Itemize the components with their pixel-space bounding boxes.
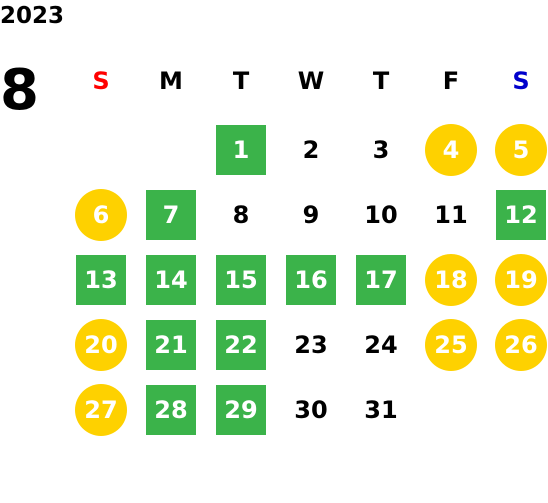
day-25: 25 xyxy=(425,319,477,371)
day-3: 3 xyxy=(372,136,390,164)
day-24: 24 xyxy=(364,331,398,359)
day-16: 16 xyxy=(286,255,336,305)
day-6: 6 xyxy=(75,189,127,241)
day-31: 31 xyxy=(364,396,398,424)
day-29: 29 xyxy=(216,385,266,435)
day-12: 12 xyxy=(496,190,546,240)
day-8: 8 xyxy=(232,201,250,229)
day-13: 13 xyxy=(76,255,126,305)
day-1: 1 xyxy=(216,125,266,175)
weekday-wednesday: W xyxy=(297,67,325,95)
day-26: 26 xyxy=(495,319,547,371)
day-15: 15 xyxy=(216,255,266,305)
day-23: 23 xyxy=(294,331,328,359)
day-27: 27 xyxy=(75,384,127,436)
day-9: 9 xyxy=(302,201,320,229)
day-17: 17 xyxy=(356,255,406,305)
day-5: 5 xyxy=(495,124,547,176)
day-4: 4 xyxy=(425,124,477,176)
year-label: 2023 xyxy=(0,3,65,29)
day-30: 30 xyxy=(294,396,328,424)
month-number: 8 xyxy=(0,58,39,123)
day-7: 7 xyxy=(146,190,196,240)
day-14: 14 xyxy=(146,255,196,305)
day-28: 28 xyxy=(146,385,196,435)
day-11: 11 xyxy=(434,201,468,229)
day-20: 20 xyxy=(75,319,127,371)
day-2: 2 xyxy=(302,136,320,164)
weekday-tuesday: T xyxy=(232,67,250,95)
weekday-thursday: T xyxy=(372,67,390,95)
weekday-friday: F xyxy=(442,67,460,95)
day-22: 22 xyxy=(216,320,266,370)
weekday-monday: M xyxy=(159,67,183,95)
day-21: 21 xyxy=(146,320,196,370)
day-10: 10 xyxy=(364,201,398,229)
weekday-sunday: S xyxy=(92,67,110,95)
weekday-saturday: S xyxy=(512,67,530,95)
day-19: 19 xyxy=(495,254,547,306)
day-18: 18 xyxy=(425,254,477,306)
